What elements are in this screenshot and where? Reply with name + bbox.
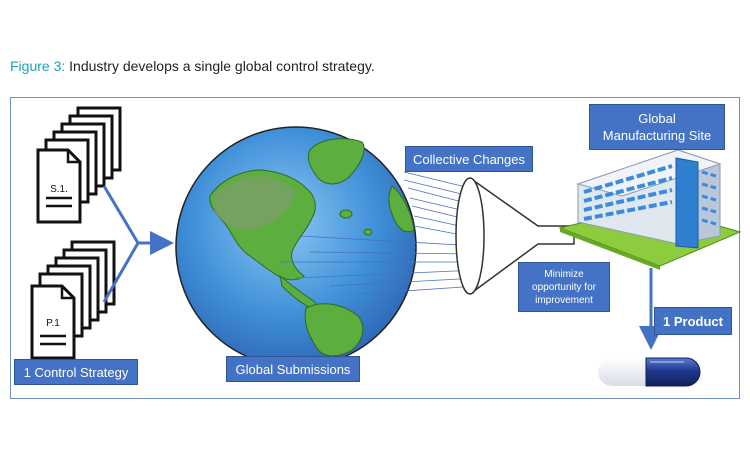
capsule-icon	[598, 357, 701, 387]
document-stack-icon-bottom	[30, 240, 116, 360]
diagram-frame	[10, 97, 740, 399]
global-site-label: Global Manufacturing Site	[589, 104, 725, 150]
document-stack-icon-top	[36, 106, 122, 224]
minimize-label: Minimize opportunity for improvement	[518, 262, 610, 312]
caption-lead: Figure 3:	[10, 58, 66, 74]
document-label-bottom: P.1	[46, 318, 60, 329]
global-submissions-label: Global Submissions	[226, 356, 360, 382]
figure-caption: Figure 3: Industry develops a single glo…	[10, 58, 375, 74]
control-strategy-label: 1 Control Strategy	[14, 359, 138, 385]
building-icon	[558, 149, 742, 270]
collective-changes-label: Collective Changes	[405, 146, 533, 172]
caption-text: Industry develops a single global contro…	[65, 58, 375, 74]
convergence-lines-icon	[280, 171, 479, 295]
globe-icon	[175, 126, 417, 368]
merge-arrow-icon	[102, 185, 174, 303]
document-label-top: S.1.	[50, 184, 68, 195]
product-label: 1 Product	[654, 307, 732, 335]
